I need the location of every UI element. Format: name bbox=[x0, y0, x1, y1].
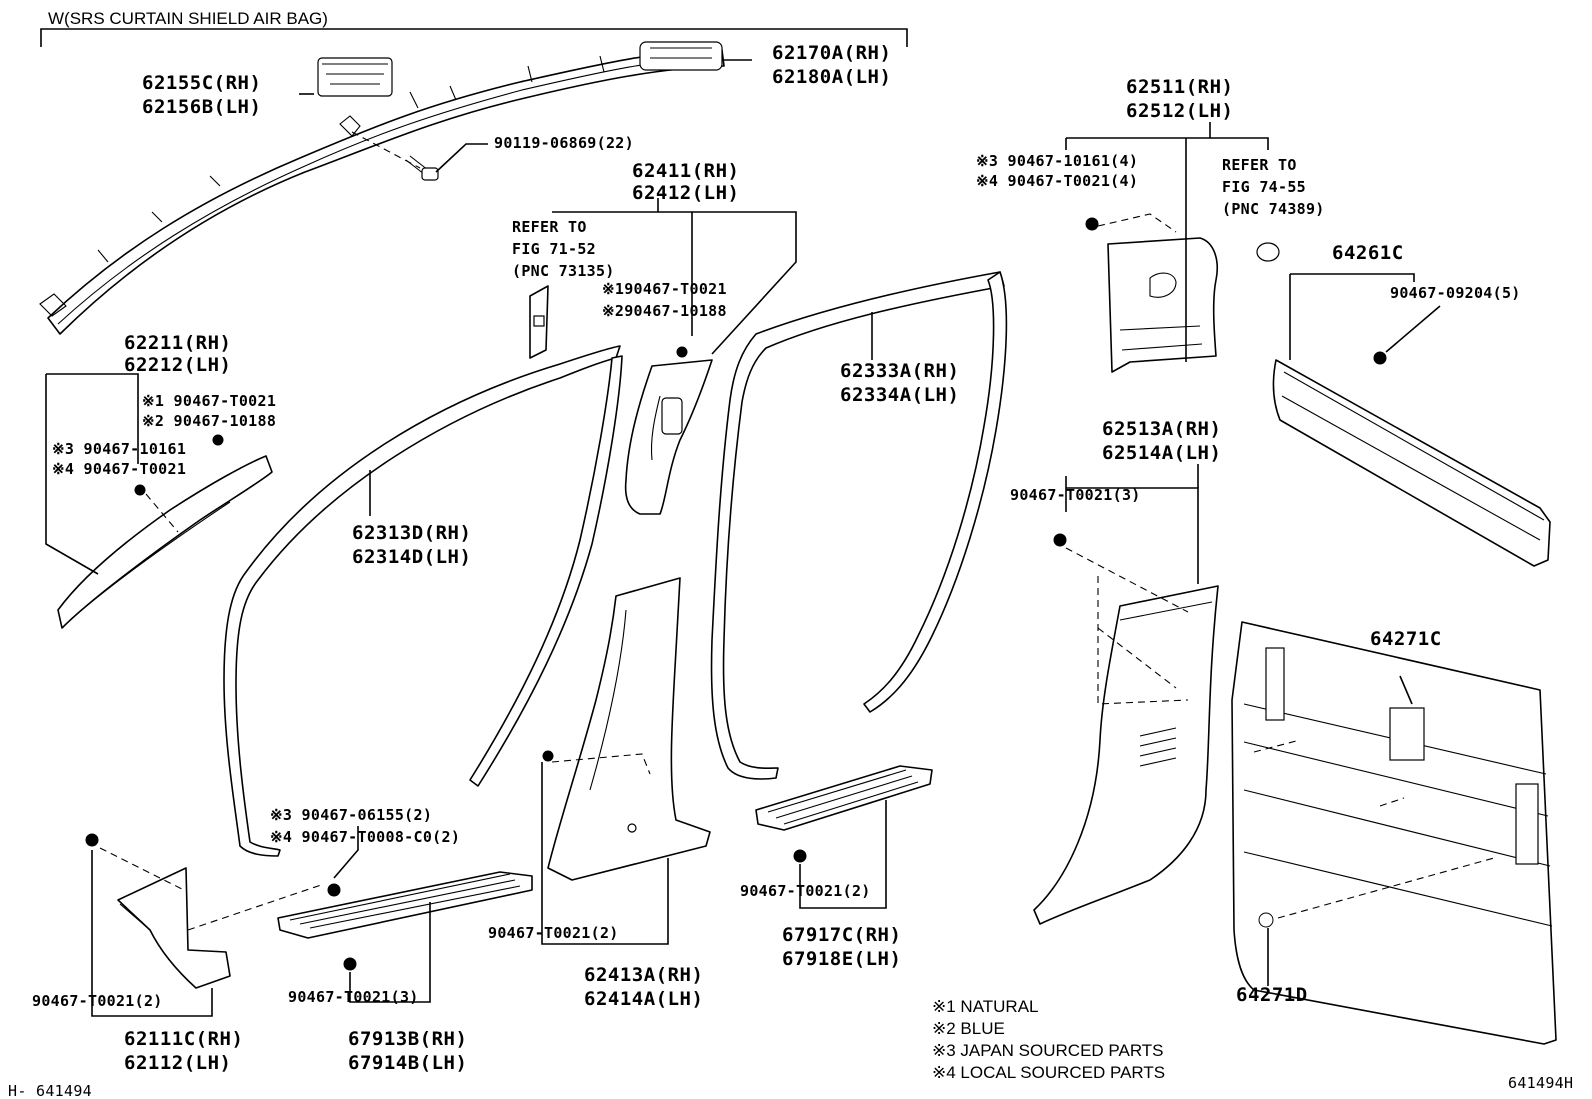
clip-62211-b bbox=[212, 434, 224, 446]
hole-plug-74389 bbox=[1256, 242, 1280, 262]
part-62511: 62511(RH) bbox=[1126, 76, 1234, 98]
part-62112: 62112(LH) bbox=[124, 1052, 232, 1074]
refer-fig-71-52-c: (PNC 73135) bbox=[512, 262, 615, 280]
a-pillar-garnish bbox=[57, 455, 273, 629]
refer-fig-74-55-a: REFER TO bbox=[1222, 156, 1297, 174]
part-62314d: 62314D(LH) bbox=[352, 546, 472, 568]
clip-62111-b bbox=[327, 883, 341, 897]
part-62111c: 62111C(RH) bbox=[124, 1028, 244, 1050]
part-62211-clip-local: ※4 90467-T0021 bbox=[52, 460, 187, 478]
airbag-group-label: W(SRS CURTAIN SHIELD AIR BAG) bbox=[48, 9, 328, 28]
part-90119-06869: 90119-06869(22) bbox=[494, 134, 634, 152]
part-67917-clip: 90467-T0021(2) bbox=[740, 882, 871, 900]
part-62333a: 62333A(RH) bbox=[840, 360, 960, 382]
part-62111-clip: 90467-T0021(2) bbox=[32, 992, 163, 1010]
door-opening-weatherstrip-front bbox=[223, 345, 623, 857]
part-62412: 62412(LH) bbox=[632, 182, 740, 204]
part-62411-clip-blue: ※290467-10188 bbox=[602, 302, 727, 320]
clip-64271d bbox=[1258, 912, 1274, 928]
part-64271c: 64271C bbox=[1370, 628, 1442, 650]
quarter-trim-upper bbox=[1107, 237, 1218, 373]
curtain-shield-airbag bbox=[39, 41, 725, 335]
door-opening-weatherstrip-rear bbox=[710, 271, 1008, 780]
part-62211: 62211(RH) bbox=[124, 332, 232, 354]
part-62411-clip-natural: ※190467-T0021 bbox=[602, 280, 727, 298]
bolt-90119-06869 bbox=[405, 155, 439, 181]
part-62212: 62212(LH) bbox=[124, 354, 232, 376]
legend-natural: ※1 NATURAL bbox=[932, 997, 1039, 1016]
cowl-side-trim bbox=[117, 867, 231, 989]
figure-ref-right: 641494H bbox=[1508, 1074, 1574, 1092]
part-67914b: 67914B(LH) bbox=[348, 1052, 468, 1074]
part-64261c: 64261C bbox=[1332, 242, 1404, 264]
part-90467-09204: 90467-09204(5) bbox=[1390, 284, 1521, 302]
rear-side-trim-panel bbox=[1231, 621, 1557, 1045]
legend-japan-sourced: ※3 JAPAN SOURCED PARTS bbox=[932, 1041, 1164, 1060]
trim-clip-73135 bbox=[529, 285, 549, 359]
clip-62211-a bbox=[134, 484, 146, 496]
part-62414a: 62414A(LH) bbox=[584, 988, 704, 1010]
part-62111-clip-japan: ※3 90467-06155(2) bbox=[270, 806, 433, 824]
part-62156b: 62156B(LH) bbox=[142, 96, 262, 118]
part-62514a: 62514A(LH) bbox=[1102, 442, 1222, 464]
part-62511-clip-local: ※4 90467-T0021(4) bbox=[976, 172, 1139, 190]
clip-67913 bbox=[343, 957, 357, 971]
b-pillar-lower-garnish bbox=[547, 577, 711, 881]
quarter-trim-lower bbox=[1033, 585, 1219, 925]
part-62211-clip-blue: ※2 90467-10188 bbox=[142, 412, 277, 430]
scuff-plate-front bbox=[277, 871, 533, 939]
scuff-plate-rear bbox=[755, 765, 933, 831]
part-62211-clip-japan: ※3 90467-10161 bbox=[52, 440, 187, 458]
part-62413a: 62413A(RH) bbox=[584, 964, 704, 986]
part-62211-clip-natural: ※1 90467-T0021 bbox=[142, 392, 277, 410]
refer-fig-71-52-a: REFER TO bbox=[512, 218, 587, 236]
part-67913-clip: 90467-T0021(3) bbox=[288, 988, 419, 1006]
part-62413-clip: 90467-T0021(2) bbox=[488, 924, 619, 942]
clip-67917 bbox=[793, 849, 807, 863]
part-62111-clip-local: ※4 90467-T0008-C0(2) bbox=[270, 828, 461, 846]
clip-62111-a bbox=[85, 833, 99, 847]
part-62170a: 62170A(RH) bbox=[772, 42, 892, 64]
part-67917c: 67917C(RH) bbox=[782, 924, 902, 946]
clip-64261 bbox=[1373, 351, 1387, 365]
part-62511-clip-japan: ※3 90467-10161(4) bbox=[976, 152, 1139, 170]
part-62180a: 62180A(LH) bbox=[772, 66, 892, 88]
refer-fig-71-52-b: FIG 71-52 bbox=[512, 240, 596, 258]
legend-blue: ※2 BLUE bbox=[932, 1019, 1005, 1038]
part-67918e: 67918E(LH) bbox=[782, 948, 902, 970]
clip-62511 bbox=[1085, 217, 1099, 231]
part-62155c: 62155C(RH) bbox=[142, 72, 262, 94]
part-64271d: 64271D bbox=[1236, 984, 1308, 1006]
refer-fig-74-55-c: (PNC 74389) bbox=[1222, 200, 1325, 218]
clip-62413 bbox=[542, 750, 554, 762]
airbag-group-bracket bbox=[40, 28, 908, 47]
part-62313d: 62313D(RH) bbox=[352, 522, 472, 544]
b-pillar-upper-garnish bbox=[624, 359, 713, 515]
part-62513-clip: 90467-T0021(3) bbox=[1010, 486, 1141, 504]
part-62411: 62411(RH) bbox=[632, 160, 740, 182]
part-62512: 62512(LH) bbox=[1126, 100, 1234, 122]
part-62513a: 62513A(RH) bbox=[1102, 418, 1222, 440]
deck-side-sill-trim bbox=[1272, 359, 1551, 567]
clip-62411 bbox=[676, 346, 688, 358]
part-67913b: 67913B(RH) bbox=[348, 1028, 468, 1050]
part-62334a: 62334A(LH) bbox=[840, 384, 960, 406]
clip-62513 bbox=[1053, 533, 1067, 547]
legend-local-sourced: ※4 LOCAL SOURCED PARTS bbox=[932, 1063, 1166, 1082]
refer-fig-74-55-b: FIG 74-55 bbox=[1222, 178, 1306, 196]
figure-ref-left: H- 641494 bbox=[8, 1082, 92, 1099]
